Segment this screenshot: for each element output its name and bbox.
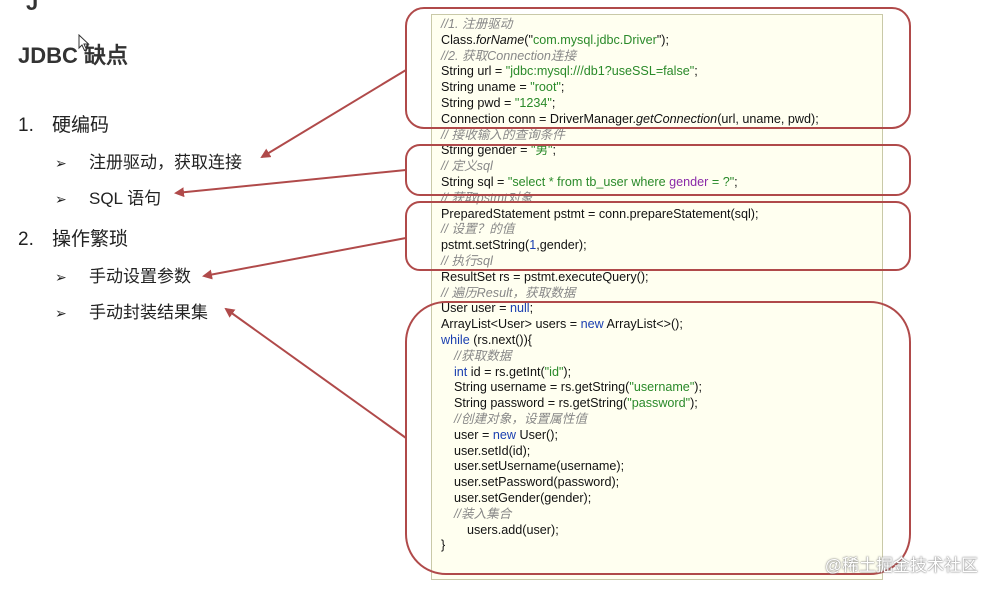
outline-item: 2. 操作繁琐 <box>18 224 128 251</box>
arrow-bullet-icon: ➢ <box>55 155 67 171</box>
code-line: // 执行sql <box>441 253 493 268</box>
code-line: users.add(user); <box>467 522 559 537</box>
code-line: user = new User(); <box>454 427 558 442</box>
code-line: PreparedStatement pstmt = conn.prepareSt… <box>441 206 759 221</box>
code-line: //获取数据 <box>454 348 512 363</box>
code-line: String sql = "select * from tb_user wher… <box>441 174 738 189</box>
code-line: ArrayList<User> users = new ArrayList<>(… <box>441 317 683 332</box>
code-line: Connection conn = DriverManager.getConne… <box>441 111 819 126</box>
code-line: while (rs.next()){ <box>441 332 532 347</box>
code-line: Class.forName("com.mysql.jdbc.Driver"); <box>441 32 669 47</box>
arrow-bullet-icon: ➢ <box>55 191 67 207</box>
mouse-cursor-icon <box>78 34 90 52</box>
arrow-bullet-icon: ➢ <box>55 305 67 321</box>
code-line: user.setId(id); <box>454 443 531 458</box>
outline-subitem: ➢ 注册驱动，获取连接 <box>55 148 242 173</box>
code-line: //2. 获取Connection连接 <box>441 48 577 63</box>
code-line: String url = "jdbc:mysql:///db1?useSSL=f… <box>441 64 698 79</box>
arrow-to-connection <box>260 69 407 159</box>
code-line: // 定义sql <box>441 159 493 174</box>
code-line: String username = rs.getString("username… <box>454 380 702 395</box>
arrow-bullet-icon: ➢ <box>55 269 67 285</box>
arrow-to-resultset <box>224 307 407 439</box>
slide-title: JDBC 缺点 <box>18 43 129 68</box>
outline-subitem: ➢ 手动设置参数 <box>55 262 191 287</box>
outline-item-number: 2. <box>18 229 34 250</box>
code-line: User user = null; <box>441 301 534 316</box>
outline-subitem-label: 手动设置参数 <box>89 267 191 286</box>
code-line: // 获取pstmt对象 <box>441 190 533 205</box>
code-line: user.setUsername(username); <box>454 459 625 474</box>
outline-item-label: 硬编码 <box>52 115 110 136</box>
code-line: // 接收输入的查询条件 <box>441 127 565 142</box>
outline-item-number: 1. <box>18 115 34 136</box>
partial-top-text: J <box>26 0 39 15</box>
code-line: String pwd = "1234"; <box>441 95 556 110</box>
code-line: user.setGender(gender); <box>454 490 592 505</box>
code-line: // 设置？的值 <box>441 222 515 237</box>
arrow-to-sql <box>174 169 407 198</box>
outline-item-label: 操作繁琐 <box>52 229 129 250</box>
code-line: user.setPassword(password); <box>454 475 620 490</box>
code-line: String password = rs.getString("password… <box>454 396 698 411</box>
code-line: String uname = "root"; <box>441 80 565 95</box>
top-bar: J <box>0 0 998 15</box>
arrow-to-params <box>202 237 407 280</box>
code-line: int id = rs.getInt("id"); <box>454 364 572 379</box>
code-line: ResultSet rs = pstmt.executeQuery(); <box>441 269 649 284</box>
outline-subitem-label: 手动封装结果集 <box>89 303 208 322</box>
code-line: String gender = "男"; <box>441 143 557 158</box>
code-line: } <box>441 538 446 553</box>
watermark: @稀土掘金技术社区 <box>824 556 978 575</box>
outline-item: 1. 硬编码 <box>18 110 109 137</box>
code-line: //装入集合 <box>454 506 512 521</box>
code-line: pstmt.setString(1,gender); <box>441 238 587 253</box>
code-line: //创建对象，设置属性值 <box>454 411 587 426</box>
outline-subitem: ➢ SQL 语句 <box>55 184 161 209</box>
code-line: // 遍历Result，获取数据 <box>441 285 576 300</box>
outline-subitem-label: SQL 语句 <box>89 189 162 208</box>
outline-subitem: ➢ 手动封装结果集 <box>55 298 208 323</box>
outline-subitem-label: 注册驱动，获取连接 <box>89 153 242 172</box>
code-line: //1. 注册驱动 <box>441 17 513 31</box>
